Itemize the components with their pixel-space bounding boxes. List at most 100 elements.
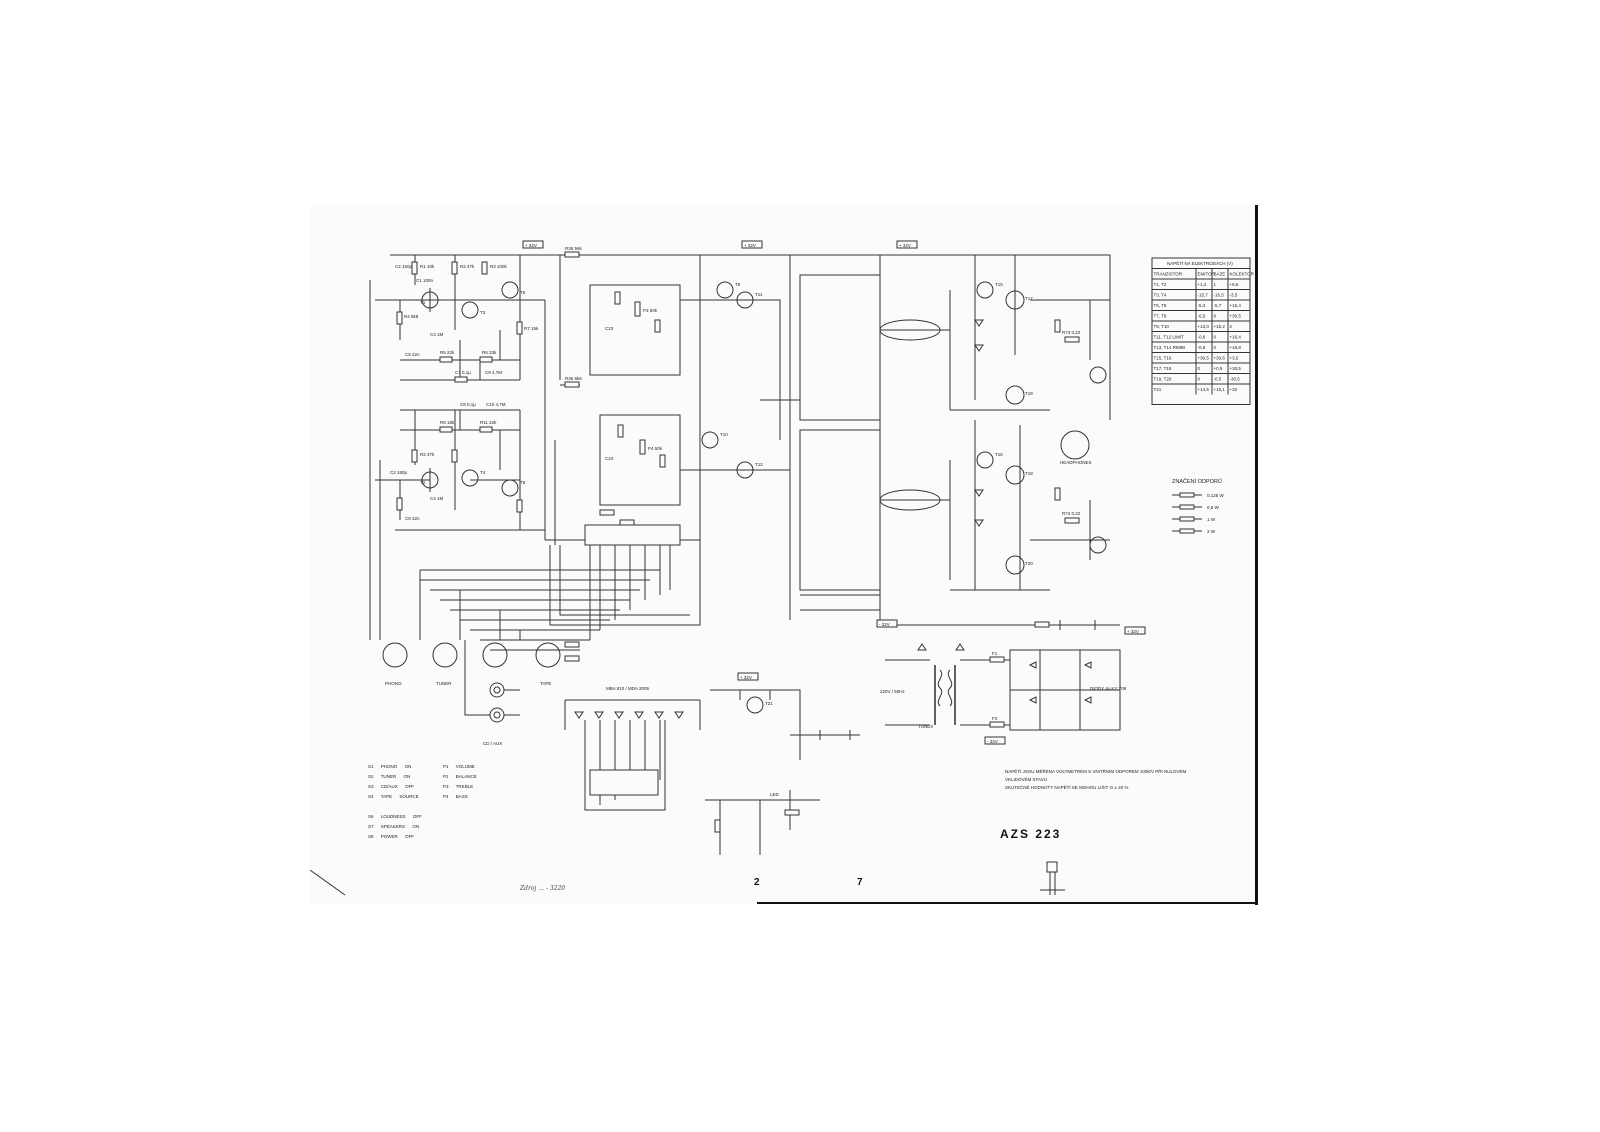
transistor-T5 <box>501 281 519 299</box>
resistor <box>451 261 458 275</box>
mains-label: 220V / 50Hz <box>880 689 906 694</box>
resistor <box>1054 487 1061 501</box>
transistor-T21 <box>746 696 764 714</box>
cd-aux-label: CD / AUX <box>483 741 502 746</box>
corner-sketch <box>309 861 1065 896</box>
voltage-table-cell: 9 <box>1214 314 1217 319</box>
din-tuner-icon <box>432 642 458 668</box>
voltage-table-cell: +15,1 <box>1214 387 1226 392</box>
diode-D5 <box>974 319 984 327</box>
label-T19: T19 <box>1025 391 1033 396</box>
voltage-table-cell: -15,7 <box>1198 293 1209 298</box>
sheet-bottom-edge <box>757 902 1257 904</box>
voltage-table-cell: +15,2 <box>1214 324 1226 329</box>
diode-D1 <box>1028 661 1037 669</box>
measurement-notes: NAPĚTÍ JSOU MĚŘENA VOLTMETREM S VNITŘNÍM… <box>1005 767 1186 790</box>
voltage-table-cell: +6,5 <box>1230 282 1239 287</box>
label-R7: R7 15k <box>524 326 539 331</box>
din-tuner2-icon <box>482 642 508 668</box>
label-R74: R74 0,22 <box>1062 511 1081 516</box>
fuse <box>1064 336 1080 343</box>
label-R4: R4 6k8 <box>404 314 419 319</box>
page-number-right: 7 <box>857 877 863 888</box>
resistor <box>659 454 666 468</box>
din-phono-icon <box>382 642 408 668</box>
tape-label: TAPE <box>540 681 551 686</box>
schematic-sheet <box>310 205 1258 905</box>
preamp-upper-channel: C1 100n C2 150p R1 10k R2 47k R3 100k R4… <box>369 255 539 640</box>
resistor <box>564 641 580 648</box>
note-line-1: NAPĚTÍ JSOU MĚŘENA VOLTMETREM S VNITŘNÍM… <box>1005 767 1186 774</box>
voltage-table-cell: 1 <box>1214 282 1217 287</box>
label-T12: T12 <box>755 462 763 467</box>
voltage-table-cell: +30,5 <box>1230 314 1242 319</box>
transistor-T17 <box>1005 290 1025 310</box>
label-T10: T10 <box>720 432 728 437</box>
voltage-table-cell: T21 <box>1154 387 1162 392</box>
led-label: LED <box>770 792 780 797</box>
resistor <box>411 261 418 275</box>
resistor <box>396 311 403 325</box>
label-C1: C1 100n <box>416 278 434 283</box>
label-T1: T1 <box>420 300 426 305</box>
diode-D6 <box>974 344 984 352</box>
diode-D3 <box>1083 661 1092 669</box>
resistor <box>714 819 721 833</box>
voltage-table-cell: T13, T14 RIMBI <box>1154 345 1186 350</box>
voltage-table-cell: -16,5 <box>1214 293 1225 298</box>
transistor-T2 <box>421 471 439 489</box>
label-P3: P3 50k <box>643 308 658 313</box>
pot-P1: P1 VOLUME <box>443 764 475 769</box>
label-R11: R11 22k <box>480 420 497 425</box>
voltage-table-cell: -5,7 <box>1214 303 1222 308</box>
switch-S7: S7 SPEAKERS ON <box>368 824 419 829</box>
resistor <box>451 449 458 463</box>
transistor-T4 <box>461 469 479 487</box>
rail-label-3: + 32V <box>899 243 911 248</box>
legend-item-0125: 0,125 W <box>1207 493 1225 498</box>
voltage-table-cell: +14,5 <box>1198 387 1210 392</box>
label-T11: T11 <box>755 292 763 297</box>
label-R35: R35 56k <box>565 246 583 251</box>
label-T9: T9 <box>735 282 741 287</box>
legend-resistor-05 <box>1179 504 1195 510</box>
resistor <box>617 424 624 438</box>
rail-label-2: + 32V <box>744 243 756 248</box>
voltage-table-cell: T15, T16 <box>1154 356 1172 361</box>
rail-label-box-3 <box>896 240 918 249</box>
transistor-T16 <box>976 451 994 469</box>
handwritten-note: Zdroj ... - 3220 <box>519 885 565 892</box>
voltage-table-header: EMITOR <box>1198 272 1216 277</box>
legend-resistor-0125 <box>1179 492 1195 498</box>
voltage-table-cell: -0,6 <box>1198 335 1206 340</box>
voltage-table-header: KOLEKTOR <box>1230 272 1255 277</box>
rail-label-7: + 32V <box>740 675 752 680</box>
rail-label-1: + 32V <box>525 243 537 248</box>
voltage-table-cell: 0 <box>1214 335 1217 340</box>
power-supply-section: F1 F2 220V / 50Hz TUNEX DIODY 4x KY 708 <box>790 620 1127 740</box>
voltage-table-cell: T3, T4 <box>1154 293 1167 298</box>
led-3 <box>614 711 624 719</box>
voltage-table-cell: +16,4 <box>1230 303 1242 308</box>
label-C5: C5 22n <box>405 352 420 357</box>
led-1 <box>574 711 584 719</box>
diode-D8 <box>974 519 984 527</box>
potentiometer-P4 <box>639 439 646 455</box>
resistor <box>516 499 523 513</box>
switch-S8: S8 POWER OFF <box>368 834 414 839</box>
voltage-table-cell: +1,2 <box>1198 282 1207 287</box>
label-C10: C10 4,7M <box>486 402 506 407</box>
label-R73: R73 0,22 <box>1062 330 1081 335</box>
label-T20: T20 <box>1025 561 1033 566</box>
voltage-table-cell: T9, T10 <box>1154 324 1170 329</box>
display-driver-section: MBA 810 / MDA 2005 T21 LED <box>564 686 820 855</box>
rail-label-box-6 <box>984 736 1006 745</box>
fuse-F1 <box>989 656 1005 663</box>
voltage-table-cell: T7, T8 <box>1154 314 1167 319</box>
legend-resistor-2 <box>1179 528 1195 534</box>
label-P4: P4 50k <box>648 446 663 451</box>
label-C9: C9 4,7M <box>485 370 502 375</box>
switch-S1: S1 PHONO ON <box>368 764 411 769</box>
switch-S6: S6 LOUDNESS OFF <box>368 814 422 819</box>
pot-P3: P3 TREBLE <box>443 784 473 789</box>
